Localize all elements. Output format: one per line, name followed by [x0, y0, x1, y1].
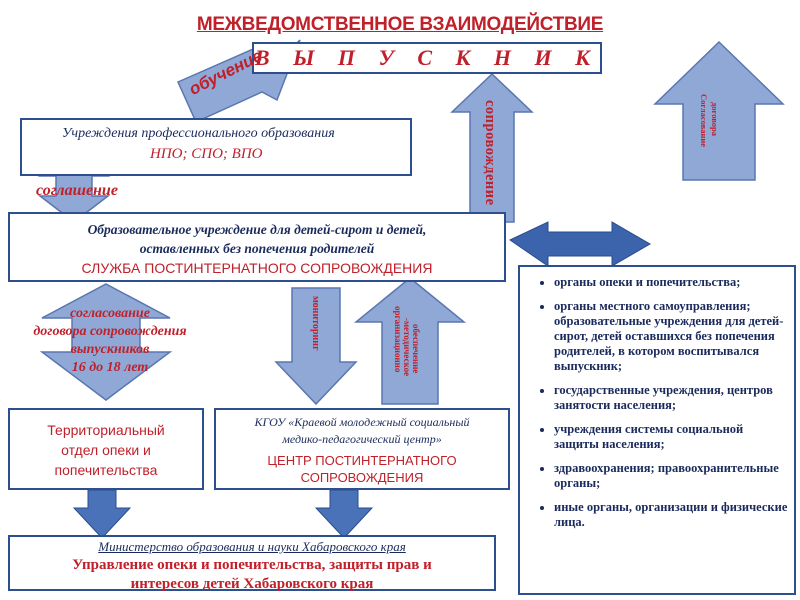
list-item: органы местного самоуправления; образова… [554, 299, 788, 374]
ministry-dept-line2: интересов детей Хабаровского края [130, 576, 374, 592]
ministry-box: Министерство образования и науки Хабаров… [8, 535, 496, 592]
soglasovanie-label: согласование договора сопровождения выпу… [12, 305, 208, 377]
ministry-title: Министерство образования и науки Хабаров… [98, 539, 406, 554]
list-item: государственные учреждения, центров заня… [554, 383, 788, 413]
edu-institution-line2: оставленных без попечения родителей [139, 241, 375, 256]
institutions-title: Учреждения профессионального образования [62, 126, 335, 141]
edu-institution-line1: Образовательное учреждение для детей-сир… [87, 222, 427, 237]
territorial-down-arrow [72, 489, 132, 539]
monitoring-label: мониторинг [310, 296, 321, 351]
territorial-box: Территориальный отдел опеки и попечитель… [8, 408, 204, 490]
edu-institution-service: СЛУЖБА ПОСТИНТЕРНАТНОГО СОПРОВОЖДЕНИЯ [81, 260, 433, 276]
territorial-line3: попечительства [54, 462, 158, 478]
kgou-line2: медико-педагогический центр» [282, 432, 442, 446]
list-item: здравоохранения; правоохранительные орга… [554, 461, 788, 491]
org-support-label-2: -методическое [402, 318, 412, 376]
kgou-down-arrow [314, 489, 374, 539]
contract-label-2: договора [710, 102, 720, 136]
soglasovanie-arrow [39, 283, 173, 401]
org-support-label-1: организационно [393, 306, 403, 373]
edu-institution-box: Образовательное учреждение для детей-сир… [8, 212, 506, 282]
soprovozhdenie-label: сопровождение [482, 100, 498, 206]
ministry-dept-line1: Управление опеки и попечительства, защит… [72, 557, 432, 573]
territorial-line1: Территориальный [47, 422, 165, 438]
soglasovanie-line1: согласование [70, 306, 150, 321]
contract-label-1: Согласование [699, 94, 709, 148]
bodies-list: органы опеки и попечительства; органы ме… [520, 275, 788, 530]
soglasovanie-line2: договора сопровождения [33, 324, 187, 339]
institutions-box: Учреждения профессионального образования… [20, 118, 412, 176]
kgou-center-line1: ЦЕНТР ПОСТИНТЕРНАТНОГО [267, 453, 457, 468]
bodies-link-arrow [508, 221, 651, 267]
graduate-box: В Ы П У С К Н И К [252, 42, 602, 74]
kgou-box: КГОУ «Краевой молодежный социальный меди… [214, 408, 510, 490]
page-title: МЕЖВЕДОМСТВЕННОЕ ВЗАИМОДЕЙСТВИЕ [196, 14, 604, 35]
list-item: органы опеки и попечительства; [554, 275, 788, 290]
territorial-line2: отдел опеки и [61, 442, 151, 458]
soglasovanie-line3: выпускников [70, 342, 150, 357]
soglashenie-label: соглашение [36, 182, 118, 199]
contract-arrow [653, 40, 785, 181]
list-item: иные органы, организации и физические ли… [554, 500, 788, 530]
org-support-label-2a: -методическое [402, 318, 412, 377]
soglasovanie-line4: 16 до 18 лет [71, 360, 149, 375]
kgou-line1: КГОУ «Краевой молодежный социальный [254, 415, 470, 429]
soprovozhdenie-arrow [450, 72, 534, 223]
list-item: учреждения системы социальной защиты нас… [554, 422, 788, 452]
bodies-list-box: органы опеки и попечительства; органы ме… [518, 265, 796, 595]
org-support-label-3: обеспечение [411, 324, 421, 374]
kgou-center-line2: СОПРОВОЖДЕНИЯ [300, 470, 424, 485]
org-support-arrow [353, 277, 467, 405]
monitoring-arrow [274, 287, 358, 406]
institutions-types: НПО; СПО; ВПО [150, 146, 263, 162]
